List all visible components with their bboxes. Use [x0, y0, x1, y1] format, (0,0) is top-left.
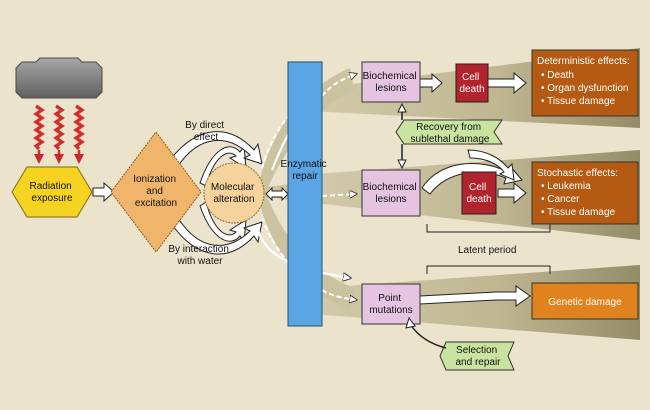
selection-repair-node: Selection and repair: [439, 341, 515, 371]
cell-death-top: Cell death: [455, 63, 489, 103]
radiation-label-2: exposure: [31, 193, 73, 204]
ionization-label-1: Ionization: [133, 174, 176, 185]
deterministic-item: • Organ dysfunction: [541, 83, 628, 94]
arrow-lesion-celldeath-top: [419, 72, 443, 94]
stochastic-item: • Leukemia: [541, 181, 591, 192]
molecular-label-2: alteration: [213, 194, 254, 205]
recovery-node: Recovery from sublethal damage: [395, 119, 503, 145]
dashed-arrows: [261, 74, 356, 300]
arrow-direct-upper: [169, 131, 263, 167]
arrow-mutation-genetic: [419, 285, 531, 307]
svg-text:Molecular alteration: Molecular alteration: [211, 182, 257, 205]
biochemical-lesions-mid: Biochemical lesions: [361, 169, 421, 217]
arrow-water-outer: [169, 217, 263, 255]
water-interaction-label: By interaction with water: [168, 244, 231, 267]
svg-text:Cell death: Cell death: [466, 182, 491, 205]
svg-text:Selection and repair: Selection and repair: [455, 345, 501, 368]
enzymatic-label-2: repair: [292, 171, 318, 182]
deterministic-item: • Death: [541, 70, 574, 81]
svg-text:Radiation exposure: Radiation exposure: [29, 181, 74, 204]
stochastic-effects-box: Stochastic effects: • Leukemia • Cancer …: [531, 161, 639, 225]
cell-death-mid: Cell death: [461, 171, 497, 215]
stochastic-item: • Cancer: [541, 194, 580, 205]
enzymatic-label-1: Enzymatic: [281, 159, 327, 170]
flow-arrows: [92, 71, 531, 307]
stochastic-title: Stochastic effects:: [537, 168, 618, 179]
svg-text:Biochemical lesions: Biochemical lesions: [363, 71, 420, 94]
svg-text:Stochastic effects: • Le: Stochastic effects: • Leukemia • Cancer …: [537, 168, 621, 218]
deterministic-item: • Tissue damage: [541, 96, 616, 107]
ionization-label-2: and: [146, 186, 163, 197]
svg-text:Point mutations: Point mutations: [369, 293, 412, 316]
svg-text:Ionization and exc: Ionization and excitation: [133, 174, 179, 209]
xray-tube-icon: [15, 57, 103, 99]
svg-text:Cell death: Cell death: [459, 72, 484, 95]
genetic-title: Genetic damage: [548, 297, 622, 308]
enzymatic-repair-node: Enzymatic repair: [281, 61, 330, 327]
svg-text:Biochemical lesions: Biochemical lesions: [363, 182, 420, 205]
latent-period-label: Latent period: [458, 245, 516, 256]
ionization-label-3: excitation: [135, 198, 177, 209]
genetic-damage-box: Genetic damage: [531, 282, 639, 320]
svg-text:Enzymatic repair: Enzymatic repair: [281, 159, 330, 182]
molecular-alteration-node: Molecular alteration: [203, 162, 265, 224]
radiation-label-1: Radiation: [29, 181, 71, 192]
ionization-node: Ionization and excitation: [110, 131, 202, 253]
arrow-celldeath-deterministic: [487, 71, 527, 95]
deterministic-title: Deterministic effects:: [537, 56, 630, 67]
svg-text:Deterministic effects: •: Deterministic effects: • Death • Organ d…: [537, 56, 632, 107]
deterministic-effects-box: Deterministic effects: • Death • Organ d…: [531, 49, 639, 117]
arrow-radiation-ionization: [92, 181, 115, 203]
radiation-exposure-node: Radiation exposure: [11, 166, 93, 218]
arrow-recovery-curve: [467, 149, 515, 181]
biochemical-lesions-top: Biochemical lesions: [361, 61, 421, 103]
svg-text:Recovery from sublethal: Recovery from sublethal damage: [411, 122, 490, 145]
stochastic-item: • Tissue damage: [541, 207, 616, 218]
radiation-wave-icon: [33, 104, 85, 164]
direct-effect-label: By direct effect: [185, 120, 227, 143]
point-mutations-node: Point mutations: [361, 283, 421, 325]
latent-period-brackets: [426, 224, 551, 274]
arrow-lesion-stochastic: [421, 163, 523, 195]
molecular-label-1: Molecular: [211, 182, 255, 193]
arrow-celldeath-stochastic: [497, 181, 527, 205]
